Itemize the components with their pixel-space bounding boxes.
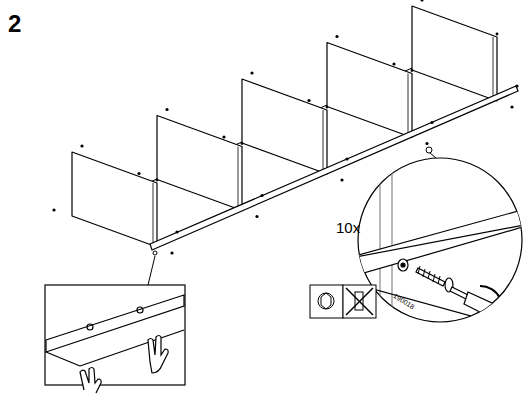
screw-dot [137, 172, 140, 175]
screw-dot [430, 121, 433, 124]
screw-dot [326, 106, 329, 109]
screw-dot [411, 69, 414, 72]
screw-dot [52, 208, 55, 211]
side-panel [412, 6, 497, 101]
screw-dot [425, 142, 428, 145]
screw-dot [170, 251, 173, 254]
screw-dot [255, 215, 258, 218]
screw-dot [260, 194, 263, 197]
quantity-label: 10x [336, 220, 360, 235]
screw-dot [345, 157, 348, 160]
screw-dot [510, 105, 513, 108]
screw-dot [496, 33, 499, 36]
screw-dot [340, 178, 343, 181]
screw-dot [80, 144, 83, 147]
side-panel [157, 116, 242, 211]
screw-dot [515, 84, 518, 87]
screw-dot [241, 142, 244, 145]
side-panel [327, 43, 412, 138]
screw-dot [250, 71, 253, 74]
screw-dot [175, 230, 178, 233]
screw-dot [392, 62, 395, 65]
panel-edge [153, 183, 154, 246]
screw-dot [165, 108, 168, 111]
step-number: 2 [8, 12, 21, 36]
panel-edge [323, 110, 324, 173]
panel-edge [408, 74, 409, 137]
side-panel [242, 79, 327, 174]
screw-dot [420, 0, 423, 2]
screw-dot [307, 99, 310, 102]
screw-dot [222, 135, 225, 138]
panel-edge [238, 147, 239, 210]
side-panel [72, 152, 157, 247]
screw-dot [335, 35, 338, 38]
panel-edge [493, 37, 494, 100]
screw-dot [156, 179, 159, 182]
